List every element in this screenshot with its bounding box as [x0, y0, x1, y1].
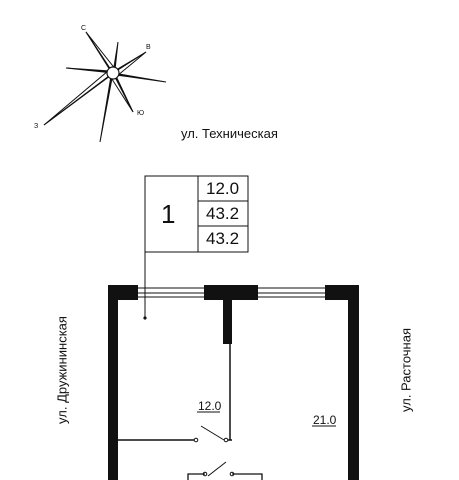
walls	[108, 285, 359, 480]
card-value-living-area: 12.0	[206, 179, 240, 198]
compass-south-label: Ю	[137, 110, 145, 117]
street-label-top: ул. Техническая	[181, 126, 278, 141]
room-area-label: 21.0	[313, 413, 337, 427]
street-label-right: ул. Расточная	[398, 328, 414, 412]
window-left	[138, 287, 204, 298]
bathroom-outline	[187, 473, 263, 480]
card-value-total-area-2: 43.2	[206, 229, 240, 248]
compass-east-label: В	[146, 44, 151, 51]
leader-dot	[143, 316, 147, 320]
window-right	[258, 287, 325, 298]
apartment-number: 1	[161, 199, 176, 229]
room-area-label: 12.0	[198, 399, 222, 413]
compass-rose-icon	[43, 31, 167, 143]
compass-west-label: З	[34, 123, 39, 130]
door-bottom	[202, 461, 235, 477]
compass-north-label: С	[81, 25, 87, 32]
street-label-left: ул. Дружининская	[54, 316, 70, 424]
info-card	[144, 175, 249, 253]
door-room1	[193, 425, 229, 443]
card-value-total-area: 43.2	[206, 204, 240, 223]
interior-walls	[118, 344, 232, 441]
